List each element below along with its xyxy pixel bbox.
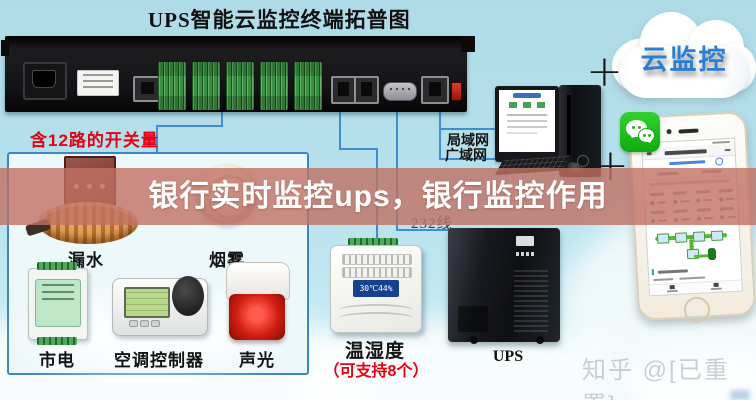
wire-network — [441, 128, 497, 130]
serial-port — [383, 82, 417, 101]
wan-port — [354, 76, 379, 104]
lan-port — [331, 76, 356, 104]
power-inlet — [23, 62, 67, 100]
cloud-monitoring-label: 云监控 — [640, 45, 728, 75]
wire-switch-io — [156, 125, 158, 154]
wire-switch-io — [156, 125, 223, 127]
ups-label: UPS — [492, 348, 524, 365]
phone-speaker — [678, 128, 699, 134]
overlay-banner: 银行实时监控ups，银行监控作用 — [0, 168, 756, 225]
mains-power-module — [28, 262, 88, 345]
monitor — [495, 86, 559, 168]
lan-label: 局域网 — [447, 134, 489, 149]
temp-capacity-label: （可支持8个） — [323, 363, 429, 380]
ethernet-port — [421, 76, 449, 104]
strobe-label: 声光 — [239, 351, 275, 370]
monitoring-software-screen — [499, 90, 555, 152]
wire-rs232-ups — [396, 229, 454, 231]
corner-smudge — [730, 390, 750, 400]
temp-humidity-sensor: 30℃44% — [330, 245, 422, 333]
strobe-siren-lamp — [229, 294, 285, 340]
ac-controller-label: 空调控制器 — [114, 351, 204, 370]
terminal-block — [260, 62, 288, 110]
th-lcd-display: 30℃44% — [353, 280, 399, 297]
wire-switch-io — [221, 111, 223, 126]
mains-label: 市电 — [39, 351, 75, 370]
phone-camera — [666, 128, 672, 135]
ups-tower — [448, 228, 560, 344]
terminal-block — [192, 62, 220, 110]
wire-temp-sensor — [339, 111, 341, 150]
zhihu-watermark: 知乎 @[已重置] — [582, 357, 730, 400]
rack-ear — [461, 36, 475, 52]
page-title: UPS智能云监控终端拓普图 — [148, 8, 411, 32]
th-terminal — [348, 238, 398, 246]
wan-label: 广域网 — [445, 149, 487, 164]
monitor-terminal-device — [1, 36, 475, 112]
temp-humidity-label: 温湿度 — [344, 341, 405, 362]
terminal-block — [226, 62, 254, 110]
wire-network — [441, 158, 497, 160]
wire-network — [439, 111, 441, 160]
power-switch — [451, 82, 462, 101]
plus-sign: + — [586, 46, 623, 97]
pc-tower — [559, 85, 601, 177]
switch-io-label: 含12路的开关量 — [30, 131, 159, 150]
device-label-sticker — [77, 70, 119, 96]
terminal-block — [294, 62, 322, 110]
terminal-block — [158, 62, 186, 110]
overlay-banner-text: 银行实时监控ups，银行监控作用 — [148, 180, 608, 213]
wechat-icon — [620, 112, 660, 152]
cloud-monitoring-graphic: 云监控 — [608, 6, 756, 104]
rack-ear — [1, 40, 9, 56]
wire-temp-sensor — [339, 148, 378, 150]
ir-emitter — [172, 276, 204, 316]
